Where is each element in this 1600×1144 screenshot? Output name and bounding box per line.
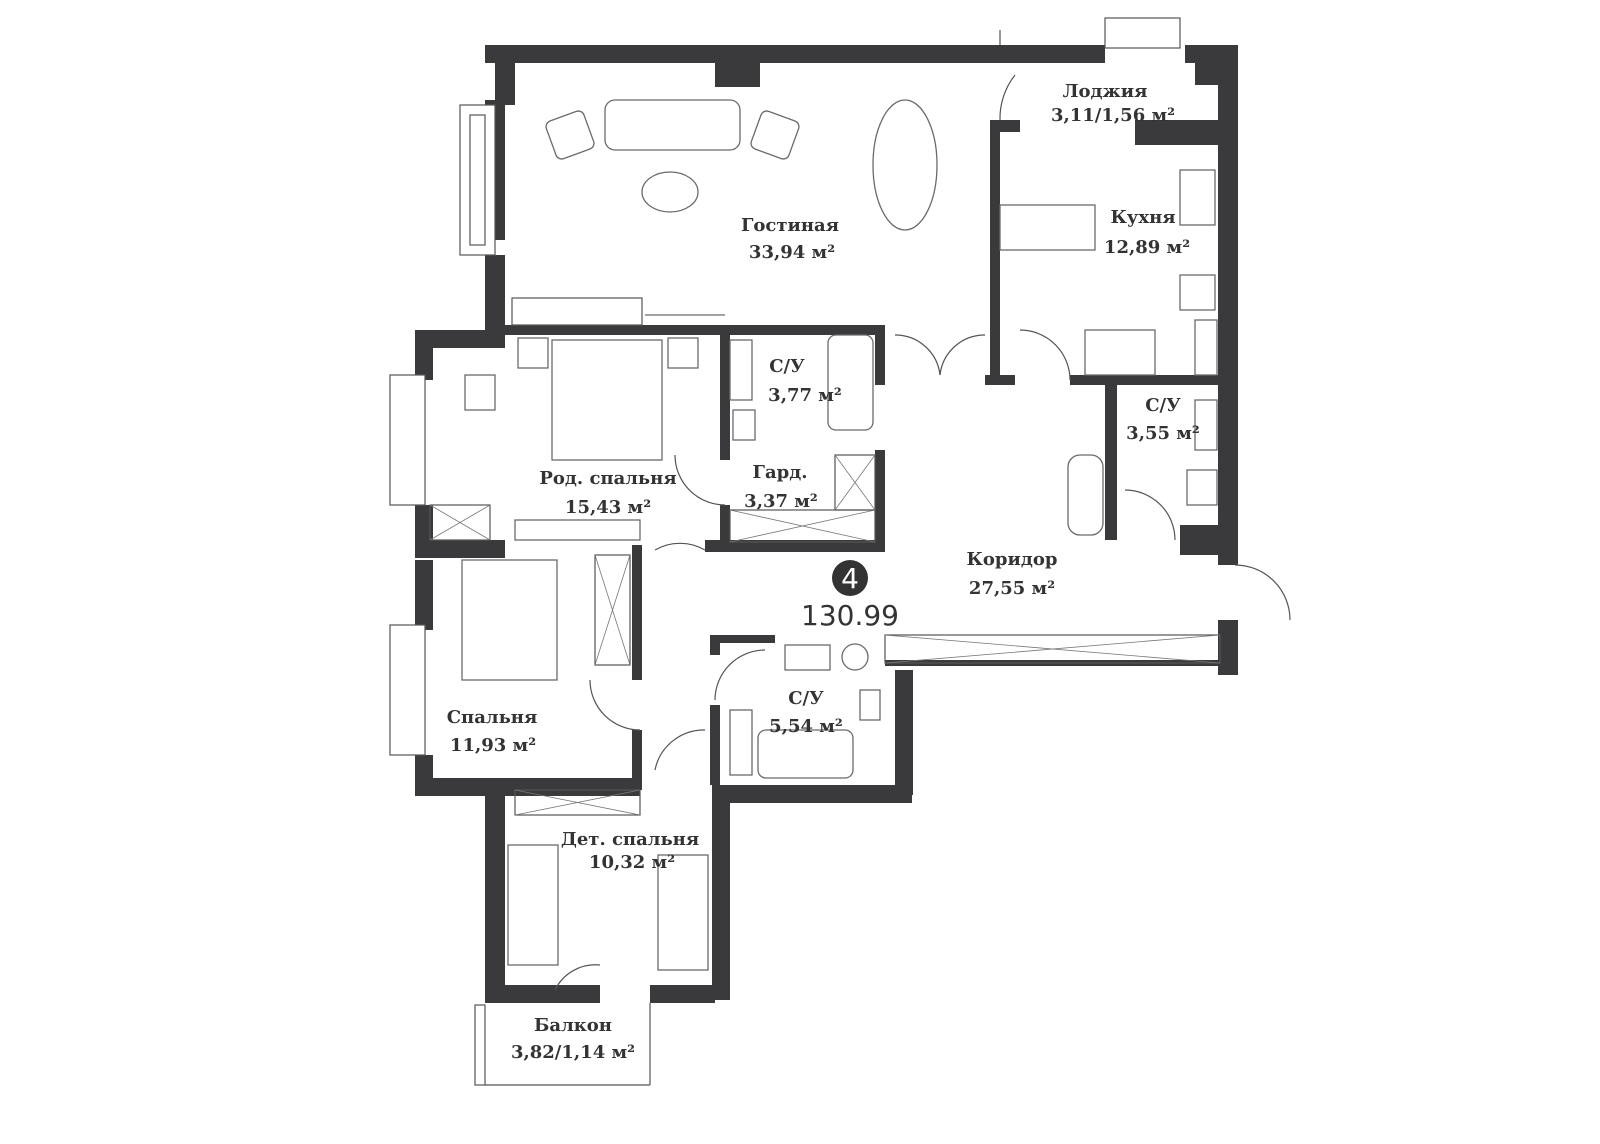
- bedroom-area: 11,93 м²: [450, 735, 536, 756]
- kitchen-name: Кухня: [1110, 207, 1175, 228]
- living-name: Гостиная: [741, 215, 839, 236]
- apartment-number-circle: [832, 560, 868, 596]
- master-bedroom-name: Род. спальня: [539, 468, 676, 489]
- kids-bedroom-name: Дет. спальня: [561, 829, 699, 850]
- bath3-area: 5,54 м²: [769, 716, 843, 737]
- loggia-area: 3,11/1,56 м²: [1051, 105, 1175, 126]
- corridor-name: Коридор: [967, 549, 1058, 570]
- furniture: [461, 30, 1218, 971]
- living-area: 33,94 м²: [749, 242, 835, 263]
- corridor-area: 27,55 м²: [969, 578, 1055, 599]
- balcony-name: Балкон: [534, 1015, 612, 1036]
- interior-walls: [505, 62, 1220, 790]
- wardrobe-area: 3,37 м²: [744, 491, 818, 512]
- bath2-area: 3,55 м²: [1126, 423, 1200, 444]
- bedroom-name: Спальня: [447, 707, 538, 728]
- kitchen-area: 12,89 м²: [1104, 237, 1190, 258]
- room-labels: Лоджия 3,11/1,56 м² Гостиная 33,94 м² Ку…: [447, 81, 1200, 1063]
- balcony-area: 3,82/1,14 м²: [511, 1042, 635, 1063]
- loggia-name: Лоджия: [1063, 81, 1148, 102]
- bath2-name: С/У: [1145, 395, 1181, 416]
- kids-bedroom-area: 10,32 м²: [589, 852, 675, 873]
- bath3-name: С/У: [788, 688, 824, 709]
- windows: [389, 17, 1181, 1086]
- apartment-badge: 4 130.99: [801, 560, 899, 632]
- wardrobe-name: Гард.: [753, 462, 808, 483]
- apartment-number: 4: [841, 562, 859, 595]
- doors: [554, 74, 1291, 991]
- total-area: 130.99: [801, 599, 899, 632]
- master-bedroom-area: 15,43 м²: [565, 497, 651, 518]
- bath1-area: 3,77 м²: [768, 385, 842, 406]
- bath1-name: С/У: [769, 356, 805, 377]
- cabinets: [429, 297, 1221, 816]
